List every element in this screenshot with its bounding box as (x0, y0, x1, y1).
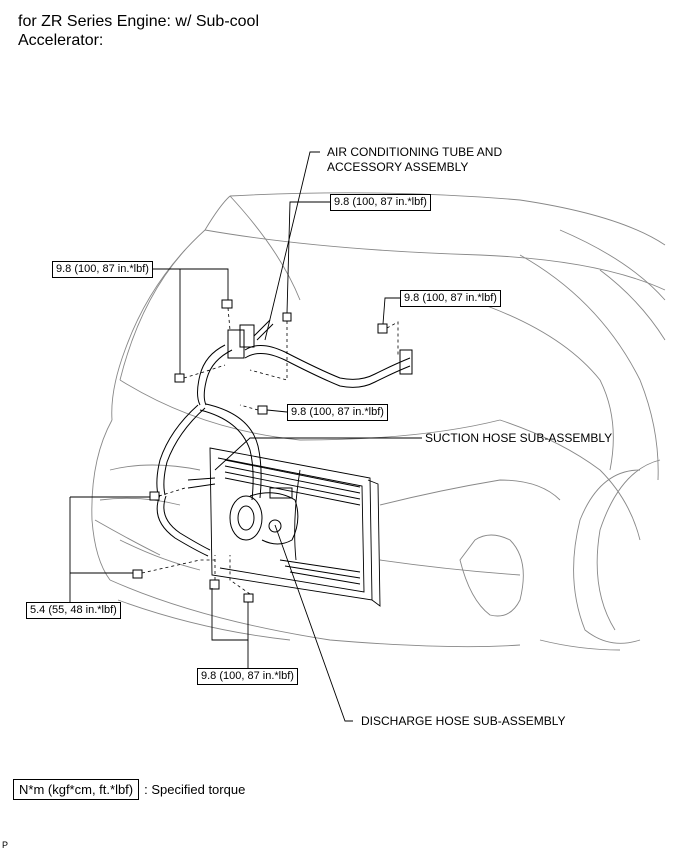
ac-tube-label-line-2: ACCESSORY ASSEMBLY (327, 160, 469, 174)
torque-callout-1: 9.8 (100, 87 in.*lbf) (330, 194, 431, 211)
torque-callout-3: 9.8 (100, 87 in.*lbf) (400, 290, 501, 307)
car-body-outline (91, 192, 666, 651)
condenser-drawing (209, 447, 381, 607)
legend-description: : Specified torque (144, 782, 246, 797)
torque-callout-4: 9.8 (100, 87 in.*lbf) (287, 404, 388, 421)
torque-callout-2: 9.8 (100, 87 in.*lbf) (52, 261, 153, 278)
suction-hose-label: SUCTION HOSE SUB-ASSEMBLY (425, 431, 613, 445)
footer-mark: P (2, 840, 9, 850)
dashed-leaders (141, 307, 399, 595)
leader-lines (69, 151, 422, 722)
legend-unit-box: N*m (kgf*cm, ft.*lbf) (13, 779, 140, 800)
torque-callout-5: 5.4 (55, 48 in.*lbf) (26, 602, 121, 619)
discharge-hose-label: DISCHARGE HOSE SUB-ASSEMBLY (361, 714, 566, 728)
bolts (132, 299, 388, 603)
diagram-header: for ZR Series Engine: w/ Sub-cool Accele… (18, 12, 259, 50)
header-line-1: for ZR Series Engine: w/ Sub-cool (18, 13, 259, 30)
torque-callout-6: 9.8 (100, 87 in.*lbf) (197, 668, 298, 685)
ac-tube-label-line-1: AIR CONDITIONING TUBE AND (327, 145, 503, 159)
ac-tube-drawing (156, 319, 413, 557)
header-line-2: Accelerator: (18, 32, 104, 49)
compressor-drawing (229, 487, 299, 545)
ac-tube-label: AIR CONDITIONING TUBE AND ACCESSORY ASSE… (327, 145, 502, 175)
torque-legend: N*m (kgf*cm, ft.*lbf) : Specified torque (13, 779, 245, 800)
